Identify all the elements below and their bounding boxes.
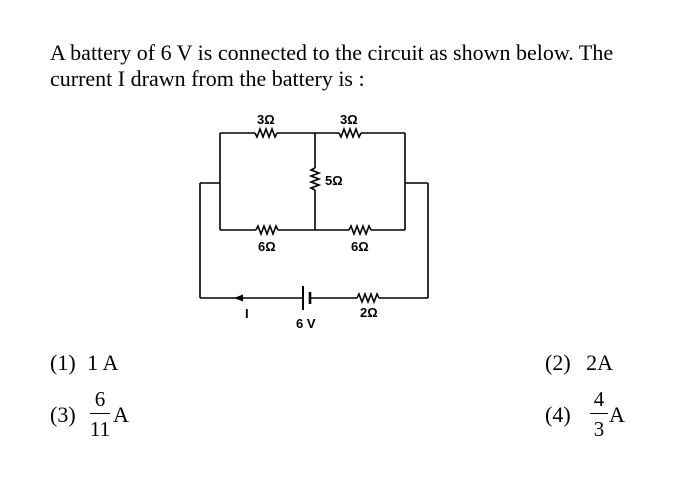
resistor-bottom-right-zigzag — [348, 223, 372, 237]
option-4-numerator: 4 — [593, 387, 605, 411]
option-3-unit: A — [113, 402, 129, 427]
label-current: I — [245, 306, 249, 321]
option-4-denominator: 3 — [593, 417, 605, 441]
question-text: A battery of 6 V is connected to the cir… — [50, 40, 670, 92]
resistor-bottom-left-zigzag — [255, 223, 279, 237]
resistor-series-zigzag — [356, 291, 380, 305]
option-3-fraction-bar — [90, 413, 110, 414]
option-4-fraction-bar — [590, 413, 608, 414]
label-resistor-top-right: 3Ω — [340, 112, 358, 127]
option-1[interactable]: (1) 1 A — [50, 350, 118, 376]
option-4-unit: A — [609, 402, 625, 427]
label-resistor-bottom-left: 6Ω — [258, 239, 276, 254]
option-1-number: (1) — [50, 350, 76, 375]
option-4-fraction: 4 3 — [588, 388, 618, 444]
option-2-number: (2) — [545, 350, 571, 375]
label-resistor-series: 2Ω — [360, 305, 378, 320]
question-line-1: A battery of 6 V is connected to the cir… — [50, 40, 614, 65]
option-3-fraction: 6 11 — [89, 388, 119, 444]
option-1-text: 1 A — [87, 350, 119, 375]
option-4-number: (4) — [545, 402, 571, 427]
resistor-top-left-zigzag — [254, 126, 278, 140]
option-3-number: (3) — [50, 402, 76, 427]
option-2[interactable]: (2) 2A — [545, 350, 613, 376]
label-battery: 6 V — [296, 316, 316, 331]
label-resistor-middle: 5Ω — [325, 173, 343, 188]
option-3-denominator: 11 — [89, 417, 111, 441]
resistor-top-right-zigzag — [338, 126, 362, 140]
option-2-text: 2A — [586, 350, 614, 375]
option-3[interactable]: (3) — [50, 402, 76, 428]
resistor-middle-zigzag — [308, 167, 322, 191]
option-4[interactable]: (4) — [545, 402, 571, 428]
label-resistor-top-left: 3Ω — [257, 112, 275, 127]
option-3-numerator: 6 — [94, 387, 106, 411]
label-resistor-bottom-right: 6Ω — [351, 239, 369, 254]
question-line-2: current I drawn from the battery is : — [50, 66, 365, 91]
current-arrow — [234, 294, 243, 302]
